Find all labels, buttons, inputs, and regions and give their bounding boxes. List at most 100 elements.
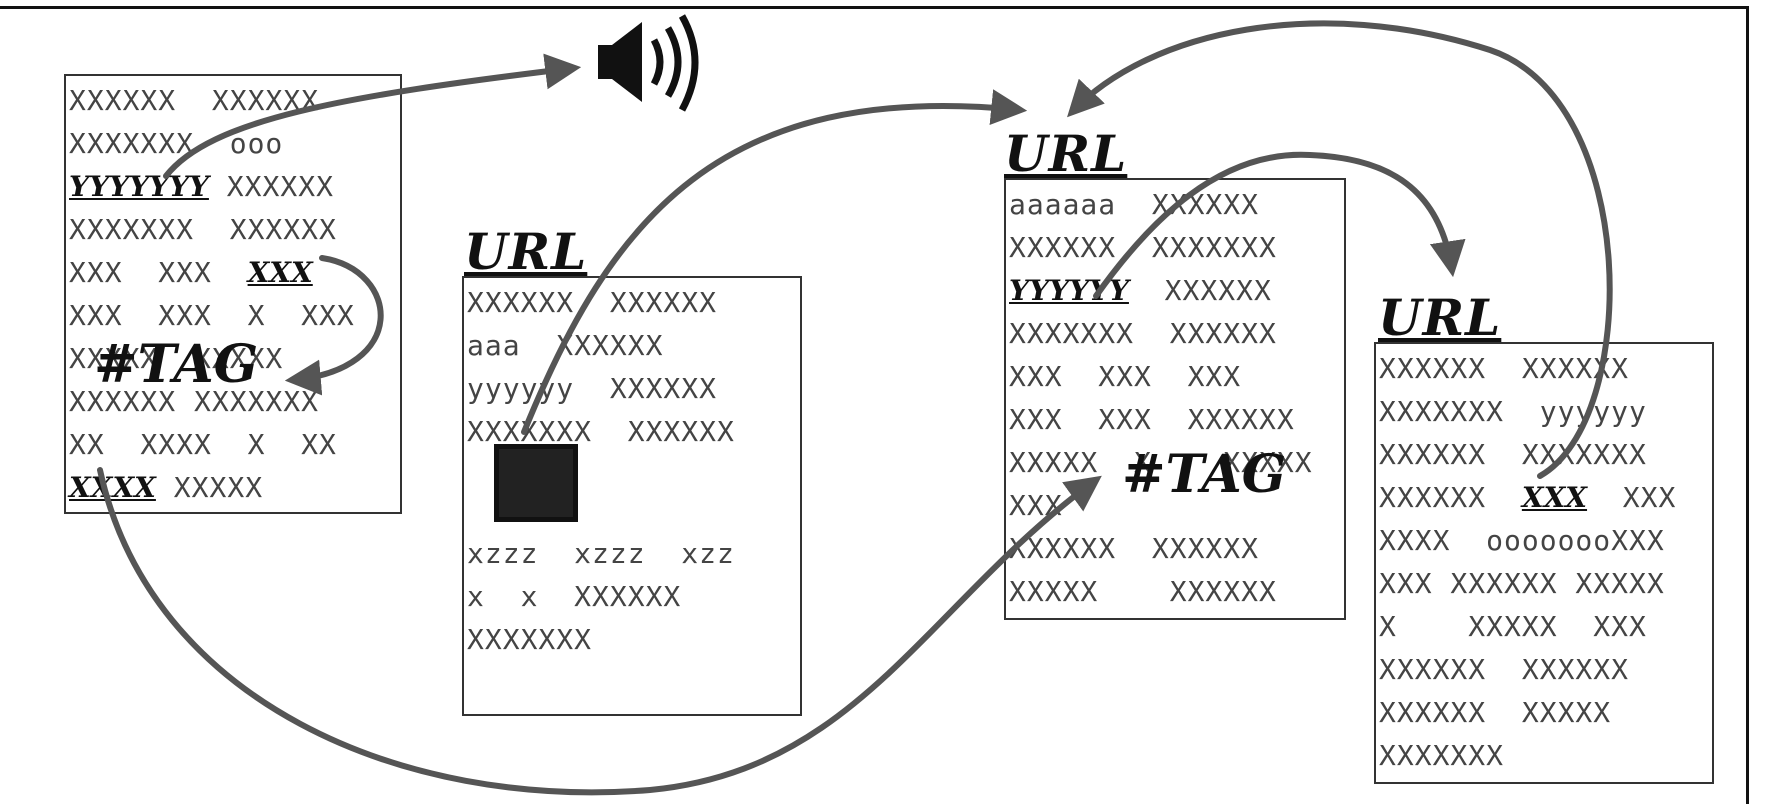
text-run: XXXXX <box>155 471 264 504</box>
text-run: XXXXXX XXXXXX <box>1379 352 1630 385</box>
text-run: XXX XXX XXXXXX <box>1009 403 1295 436</box>
document-2-text-top: XXXXXX XXXXXX aaa XXXXXX yyyyyy XXXXXX XXXX… <box>467 281 798 453</box>
frame-right-border <box>1746 6 1749 804</box>
text-line: XXXXXXX <box>467 618 798 661</box>
document-2: XXXXXX XXXXXX aaa XXXXXX yyyyyy XXXXXX XXXX… <box>462 276 802 716</box>
arrow-doc1-self-loop <box>284 255 384 396</box>
text-line: XXXXXX XXXXXX <box>1009 527 1342 570</box>
text-run: XXXXXX XXXXXX <box>1379 653 1630 686</box>
document-3-tag: #TAG <box>1122 444 1287 505</box>
text-run: XXXXXX <box>1128 274 1272 307</box>
document-4-url: URL <box>1378 288 1502 347</box>
text-line: XXXXXX XXXXXX <box>69 79 398 122</box>
text-line: aaa XXXXXX <box>467 324 798 367</box>
text-run: aaaaaa XXXXXX <box>1009 188 1260 221</box>
hyperlink-text[interactable]: XXXX <box>69 471 156 504</box>
text-run: XXXXXX XXXXXX <box>467 286 718 319</box>
text-line: XXXXXXX yyyyyy <box>1379 390 1710 433</box>
text-run: x x XXXXXX <box>467 580 682 613</box>
text-run: XXXXXXX XXXXXX <box>467 415 735 448</box>
text-line: XXXXXXX <box>1379 734 1710 777</box>
text-line: x x XXXXXX <box>467 575 798 618</box>
document-3-url: URL <box>1004 124 1128 183</box>
text-run: XXXXXXX <box>467 623 593 656</box>
arrow-doc4-to-doc3-url <box>1067 20 1613 479</box>
document-2-url: URL <box>464 222 588 281</box>
hyperlink-text[interactable]: YYYYYYY <box>69 170 209 203</box>
text-line: XXX XXX XXXXXX <box>1009 398 1342 441</box>
text-line: XXX XXX XXX <box>69 251 398 294</box>
text-run: XXX <box>1587 481 1677 514</box>
text-line: XXX XXXXXX XXXXX <box>1379 562 1710 605</box>
speaker-icon <box>598 14 699 112</box>
text-line: XXXXXXX XXXXXX <box>1009 312 1342 355</box>
text-line: XXXXXX XXXXX <box>1379 691 1710 734</box>
text-line: XXXXXX XXXXXXX <box>1379 433 1710 476</box>
text-run: XXXXXX <box>208 170 334 203</box>
text-run: XXX XXXXXX XXXXX <box>1379 567 1665 600</box>
text-line: XX XXXX X XX <box>69 423 398 466</box>
text-line: XXXX XXXXX <box>69 466 398 509</box>
text-run: yyyyyy XXXXXX <box>467 372 718 405</box>
arrow-doc2-to-doc3-url <box>521 89 1028 435</box>
text-line: XXXXXXX XXXXXX <box>467 410 798 453</box>
media-block <box>494 444 578 522</box>
text-line: XXXXXX XXX XXX <box>1379 476 1710 519</box>
text-run: XXXXXX XXXXXX <box>69 84 320 117</box>
hyperlink-text[interactable]: XXX <box>1521 481 1588 514</box>
text-run: XXXXXX <box>1379 481 1522 514</box>
text-run: XXXXXX XXXXXX <box>1009 532 1260 565</box>
text-line: XXXX oooooooXXX <box>1379 519 1710 562</box>
text-run: XXX XXX <box>69 256 248 289</box>
text-run: XXX XXX X XXX <box>69 299 355 332</box>
text-run: XXXXX X XXXXX <box>1009 446 1313 479</box>
text-line: XXXXXXX XXXXXX <box>69 208 398 251</box>
text-run: XXXXXXX yyyyyy <box>1379 395 1647 428</box>
text-line: XXXXX X XXXXX <box>1009 441 1342 484</box>
text-run: XXX XXX XXX <box>1009 360 1242 393</box>
text-run: XXXXXX XXXXXXX <box>1009 231 1277 264</box>
text-line: X XXXXX XXX <box>1379 605 1710 648</box>
arrow-doc1-to-speaker <box>163 53 582 179</box>
text-run: XX XXXX X XX <box>69 428 337 461</box>
text-line: xzzz xzzz xzz <box>467 532 798 575</box>
text-run: XXXXX XXXXX <box>69 342 284 375</box>
text-line: XXXXX XXXXXX <box>1009 570 1342 613</box>
text-line: YYYYYYY XXXXXX <box>69 165 398 208</box>
text-run: XXXXX XXXXXX <box>1009 575 1277 608</box>
arrow-doc3-to-doc4-url <box>1093 151 1466 299</box>
text-line: XXXXXX XXXXXXX <box>1009 226 1342 269</box>
text-run: XXXXXX XXXXX <box>1379 696 1612 729</box>
text-line: XXX XXX XXX <box>1009 355 1342 398</box>
text-run: X XXXXX XXX <box>1379 610 1647 643</box>
text-line: yyyyyy XXXXXX <box>467 367 798 410</box>
text-line: XXXXXX XXXXXX <box>1379 347 1710 390</box>
frame-top-border <box>0 6 1748 9</box>
text-line: aaaaaa XXXXXX <box>1009 183 1342 226</box>
text-run: XXXXXXX <box>1379 739 1505 772</box>
text-run: XXXXXXX ooo <box>69 127 284 160</box>
text-run: XXXX oooooooXXX <box>1379 524 1665 557</box>
text-line: XXXXXX XXXXXX <box>467 281 798 324</box>
text-run: XXXXXXX XXXXXX <box>1009 317 1277 350</box>
arrow-doc1-to-doc3-tag <box>97 467 1102 796</box>
document-1-tag: #TAG <box>94 334 259 395</box>
hyperlink-text[interactable]: XXX <box>247 256 313 289</box>
text-run: XXXXXXX XXXXXX <box>69 213 337 246</box>
text-line: XXXXXX XXXXXX <box>1379 648 1710 691</box>
text-line: XXX XXX X XXX <box>69 294 398 337</box>
text-run: XXXXXX XXXXXXX <box>1379 438 1647 471</box>
text-run: xzzz xzzz xzz <box>467 537 735 570</box>
text-line: XXXXX XXXXX <box>69 337 398 380</box>
text-line: XXXXXXX ooo <box>69 122 398 165</box>
text-run: aaa XXXXXX <box>467 329 664 362</box>
document-2-text-bottom: xzzz xzzz xzz x x XXXXXX XXXXXXX <box>467 532 798 661</box>
